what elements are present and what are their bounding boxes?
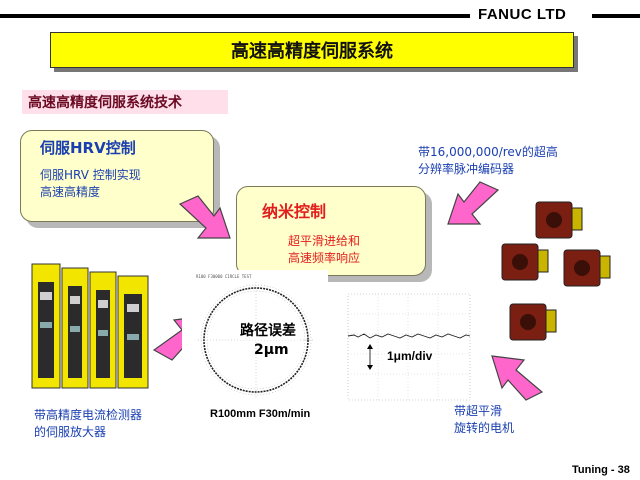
servo-amplifier-image: [31, 263, 149, 389]
slide-title-box: 高速高精度伺服系统: [50, 32, 574, 68]
plot-condition: R100mm F30m/min: [210, 408, 311, 420]
nano-line-2: 高速频率响应: [288, 251, 361, 265]
hrv-title: 伺服HRV控制: [40, 139, 136, 157]
arrow-icon: [178, 195, 231, 239]
hrv-card: [20, 130, 214, 222]
oscillograph-scale: 1μm/div: [386, 349, 434, 363]
brand-label: FANUC LTD: [478, 6, 567, 23]
path-error-label: 路径误差: [238, 320, 298, 340]
header-rule-left: [0, 14, 470, 18]
motor-note-line-2: 旋转的电机: [454, 421, 515, 435]
motor-note-line-1: 带超平滑: [454, 404, 503, 418]
nano-line-1: 超平滑进给和: [288, 234, 361, 248]
subtitle-box: 高速高精度伺服系统技术: [22, 90, 228, 114]
arrow-icon: [447, 181, 500, 225]
encoder-note-line-2: 分辨率脉冲编码器: [418, 162, 515, 176]
page-number: Tuning - 38: [572, 464, 630, 476]
servo-motor-image: [501, 201, 611, 341]
amplifier-note-line-2: 的伺服放大器: [34, 425, 107, 439]
subtitle: 高速高精度伺服系统技术: [28, 95, 182, 111]
oscillograph-plot: [347, 293, 471, 401]
nano-card: [236, 186, 426, 276]
hrv-line-2: 高速高精度: [40, 185, 101, 199]
hrv-line-1: 伺服HRV 控制实现: [40, 168, 141, 182]
path-error-value: 2μm: [254, 342, 289, 358]
nano-title: 纳米控制: [262, 202, 327, 221]
svg-text:R100 F30000 CIRCLE TEST: R100 F30000 CIRCLE TEST: [196, 274, 252, 279]
header-rule-right: [592, 14, 640, 18]
arrow-icon: [491, 355, 544, 401]
slide-title: 高速高精度伺服系统: [231, 41, 393, 62]
amplifier-note-line-1: 带高精度电流检测器: [34, 408, 143, 422]
encoder-note-line-1: 带16,000,000/rev的超高: [418, 145, 558, 159]
